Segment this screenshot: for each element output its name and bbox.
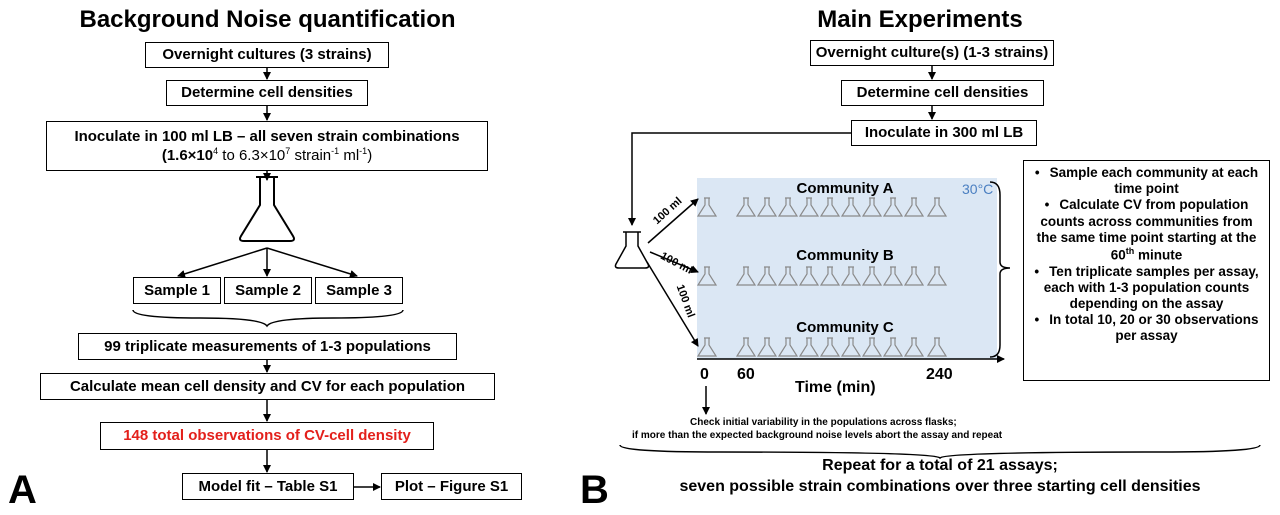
procedure-bullets: Sample each community at each time point… [1023, 160, 1270, 381]
communities-brace [989, 181, 1011, 358]
inoculate-line-1: Inoculate in 100 ml LB – all seven strai… [74, 128, 460, 146]
temperature-label: 30°C [962, 181, 994, 197]
plot-box: Plot – Figure S1 [381, 473, 522, 500]
community-b-label: Community B [796, 247, 894, 264]
arrow-flask-to-b [649, 251, 699, 273]
community-c-label: Community C [796, 319, 894, 336]
model-fit-box: Model fit – Table S1 [182, 473, 354, 500]
panel-b-title: Main Experiments [817, 6, 1023, 33]
arrow-flask-to-a [647, 198, 699, 244]
panel-a-step-densities: Determine cell densities [166, 80, 368, 106]
panel-a-title: Background Noise quantification [79, 6, 456, 33]
panel-a-step-observations: 148 total observations of CV-cell densit… [100, 422, 434, 450]
sample-3-box: Sample 3 [315, 277, 403, 304]
repeat-brace [619, 444, 1261, 460]
origin-flask-icon [614, 231, 650, 269]
panel-a-step-calculate: Calculate mean cell density and CV for e… [40, 373, 495, 400]
tick-0: 0 [700, 366, 709, 383]
flask-row-c [697, 337, 947, 357]
bullet-triplicate: Ten triplicate samples per assay, each w… [1030, 264, 1263, 313]
arrow-to-sample-1 [177, 247, 268, 278]
inoculate-line-2: (1.6×104 to 6.3×107 strain-1 ml-1) [161, 145, 373, 164]
community-a-label: Community A [796, 180, 894, 197]
arrow-to-sample-3 [266, 247, 358, 278]
panel-a-step-overnight: Overnight cultures (3 strains) [145, 42, 389, 68]
panel-b-step-overnight: Overnight culture(s) (1-3 strains) [810, 40, 1054, 66]
initial-variability-note: Check initial variability in the populat… [632, 417, 1003, 441]
samples-brace [132, 309, 404, 328]
sample-2-box: Sample 2 [224, 277, 312, 304]
time-axis-label: Time (min) [795, 379, 876, 396]
panel-b-step-inoculate: Inoculate in 300 ml LB [851, 120, 1037, 146]
panel-a-step-triplicate: 99 triplicate measurements of 1-3 popula… [78, 333, 457, 360]
sample-1-box: Sample 1 [133, 277, 221, 304]
flask-row-a [697, 197, 947, 217]
arrow-inoculate-to-flask [628, 132, 851, 226]
panel-b-step-densities: Determine cell densities [841, 80, 1044, 106]
panel-a-letter: A [8, 468, 37, 512]
panel-b-letter: B [580, 468, 609, 512]
bullet-sample: Sample each community at each time point [1030, 165, 1263, 197]
repeat-summary: Repeat for a total of 21 assays; seven p… [679, 457, 1201, 495]
flask-icon [239, 176, 295, 242]
bullet-total: In total 10, 20 or 30 observations per a… [1030, 312, 1263, 344]
flask-row-b [697, 266, 947, 286]
tick-240: 240 [926, 366, 953, 383]
arrow-flask-to-c [646, 261, 699, 347]
panel-a-step-inoculate: Inoculate in 100 ml LB – all seven strai… [46, 121, 488, 171]
bullet-calculate: Calculate CV from population counts acro… [1030, 197, 1263, 263]
tick-60: 60 [737, 366, 755, 383]
